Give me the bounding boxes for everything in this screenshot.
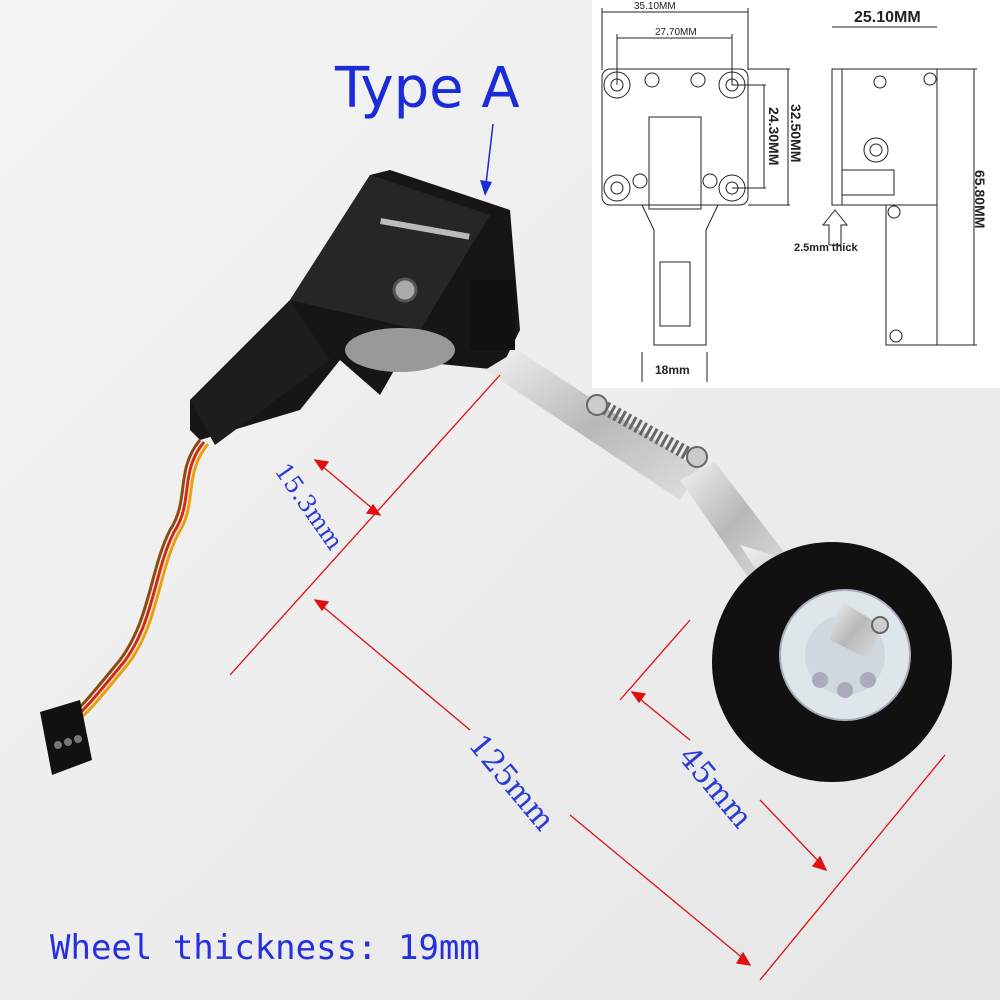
- dim-total-height: 65.80MM: [972, 170, 988, 229]
- wheel-thickness-caption: Wheel thickness: 19mm: [50, 928, 480, 968]
- type-a-arrow-icon: [480, 123, 494, 196]
- dim-front-width: 35.10MM: [634, 1, 676, 12]
- type-a-label: Type A: [335, 56, 520, 121]
- flange-thickness-note: 2.5mm thick: [794, 242, 858, 254]
- drawing-lines: [601, 8, 977, 382]
- dim-plate-height: 32.50MM: [788, 104, 804, 163]
- retract-body: [190, 170, 520, 445]
- servo-wire: [64, 439, 210, 726]
- technical-drawing-inset: 35.10MM 27.70MM 24.30MM 32.50MM 18mm 25.…: [592, 0, 1000, 388]
- dim-hole-spacing: 27.70MM: [655, 27, 697, 38]
- dim-leg-width: 18mm: [655, 363, 690, 377]
- dimension-lines: [229, 374, 946, 981]
- dim-hole-vertical: 24.30MM: [766, 107, 782, 166]
- dim-side-width: 25.10MM: [854, 9, 921, 26]
- wheel: [712, 542, 952, 782]
- servo-connector: [40, 700, 92, 775]
